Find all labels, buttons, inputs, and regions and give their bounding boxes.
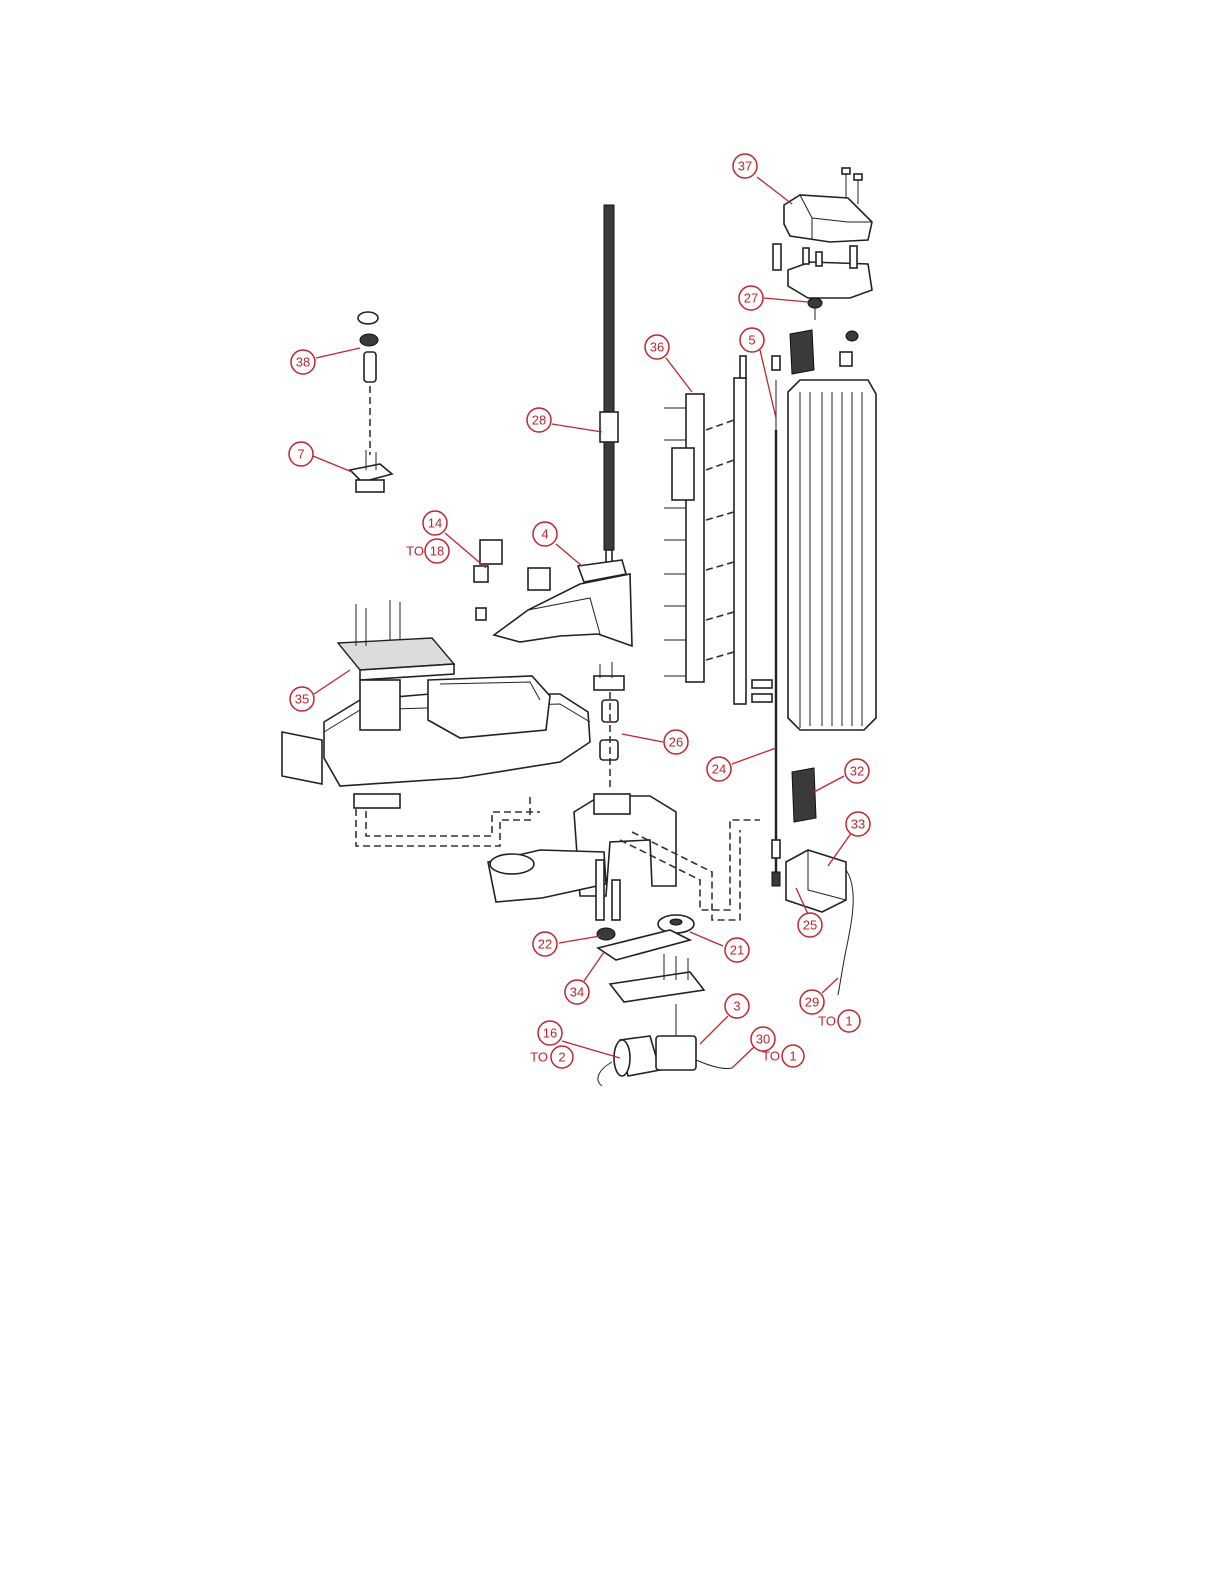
lead-screw [600,205,618,590]
callout-21-label: 21 [730,943,744,958]
callout-27-label: 27 [744,291,758,306]
callout-30-label: 30 [756,1032,770,1047]
callout-24-label: 24 [712,762,726,777]
callout-to-1-upper: TO 1 [818,1010,860,1032]
to-label: TO [530,1050,548,1065]
callout-30: 30 [751,1027,775,1051]
callout-28-label: 28 [532,413,546,428]
callout-29-label: 29 [805,995,819,1010]
callout-3-label: 3 [733,999,740,1014]
callout-1-label: 1 [789,1049,796,1064]
callout-18-label: 18 [430,544,444,559]
callout-to-18: TO 18 [406,539,449,563]
callout-36-label: 36 [650,340,664,355]
callout-37-label: 37 [738,159,752,174]
callout-25-label: 25 [803,918,817,933]
callout-22: 22 [533,932,557,956]
callout-36: 36 [645,335,669,359]
callout-33: 33 [846,812,870,836]
callout-35: 35 [290,687,314,711]
callout-2-label: 2 [558,1050,565,1065]
callout-22-label: 22 [538,937,552,952]
callout-26: 26 [664,730,688,754]
callout-7-label: 7 [297,447,304,462]
callout-to-2: TO 2 [530,1046,573,1068]
guide-rod [772,356,780,886]
callout-21: 21 [725,938,749,962]
callout-37: 37 [733,154,757,178]
column-rail [664,356,772,704]
callout-3: 3 [725,994,749,1018]
top-cap-assembly [773,168,872,320]
callout-34: 34 [565,980,589,1004]
callout-29: 29 [800,990,824,1014]
pulley-belt [597,915,704,1002]
callout-7: 7 [289,442,313,466]
callout-16-label: 16 [543,1026,557,1041]
callout-38: 38 [291,350,315,374]
to-label: TO [818,1014,836,1029]
callout-26-label: 26 [669,735,683,750]
callout-32-label: 32 [850,764,864,779]
callout-14: 14 [423,511,447,535]
callout-25: 25 [798,913,822,937]
aluminum-extrusion [788,330,876,822]
callout-32: 32 [845,759,869,783]
callout-33-label: 33 [851,817,865,832]
callout-4: 4 [533,522,557,546]
callout-1-label: 1 [845,1014,852,1029]
callout-27: 27 [739,286,763,310]
callout-to-1-lower: TO 1 [762,1045,804,1067]
callout-4-label: 4 [541,527,548,542]
callout-38-label: 38 [296,355,310,370]
callout-14-label: 14 [428,516,442,531]
callout-24: 24 [707,757,731,781]
callout-5: 5 [740,328,764,352]
callout-5-label: 5 [748,333,755,348]
to-label: TO [406,544,424,559]
left-bracket-assembly [350,312,392,492]
drive-motor [598,1004,732,1086]
callout-35-label: 35 [295,692,309,707]
callout-34-label: 34 [570,985,584,1000]
callout-28: 28 [527,408,551,432]
to-label: TO [762,1049,780,1064]
callout-16: 16 [538,1021,562,1045]
